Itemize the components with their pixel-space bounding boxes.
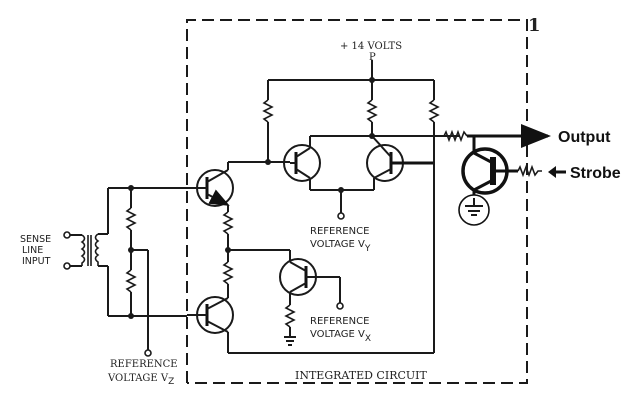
ic-number: 1 [528, 15, 541, 36]
resistor-r2 [366, 80, 378, 139]
sense-label-3: INPUT [22, 256, 51, 267]
ref-x-line1: REFERENCE [310, 316, 369, 327]
strobe-label: Strobe [570, 165, 621, 182]
transistor-q4 [366, 135, 434, 190]
q3-collector-wire [309, 135, 460, 148]
ic-boundary [186, 19, 528, 384]
resistor-r3 [428, 80, 440, 136]
strobe-arrow [548, 166, 566, 178]
emitter-tie [310, 187, 374, 220]
transistor-q1 [187, 159, 290, 207]
output-transistor [458, 136, 518, 226]
resistor-r4 [222, 205, 291, 262]
ref-y-line1: REFERENCE [310, 226, 369, 237]
resistor-r1 [262, 80, 274, 162]
right-rail [228, 136, 435, 354]
output-label: Output [558, 129, 611, 146]
transistor-q2 [187, 296, 234, 353]
transistor-q5 [279, 258, 344, 346]
supply-node-label: P [369, 52, 376, 63]
input-network [107, 185, 187, 357]
ref-z-line2: VOLTAGE VZ [107, 373, 174, 387]
sense-label-1: SENSE [20, 234, 51, 245]
resistor-r5 [222, 250, 234, 298]
ref-x-line2: VOLTAGE VX [310, 329, 371, 344]
transistor-q3 [283, 144, 321, 190]
output-resistor [434, 129, 474, 143]
strobe-resistor [517, 164, 542, 178]
sense-label-2: LINE [22, 245, 43, 256]
supply-label: + 14 VOLTS [340, 41, 402, 52]
ref-z-line1: REFERENCE [110, 359, 178, 370]
transformer [63, 231, 108, 270]
supply-rail [268, 60, 434, 83]
ic-label: INTEGRATED CIRCUIT [295, 369, 428, 382]
ref-y-line2: VOLTAGE VY [310, 239, 371, 254]
